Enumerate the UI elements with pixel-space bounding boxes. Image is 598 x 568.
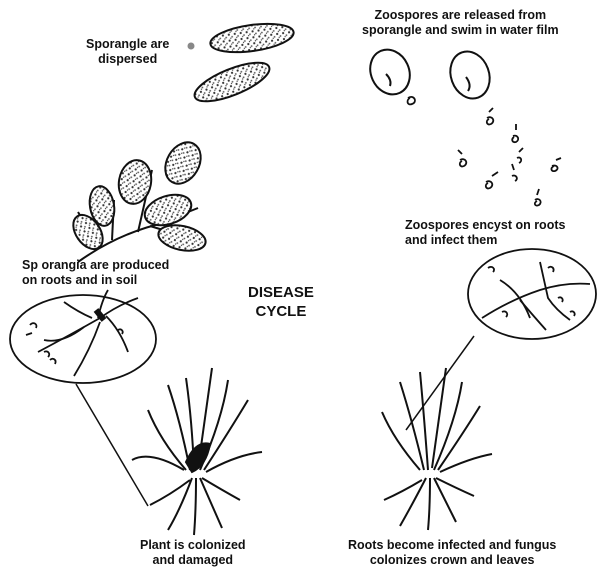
infected-plant bbox=[382, 368, 492, 530]
damaged-plant bbox=[132, 368, 262, 535]
label-zoospores-released: Zoospores are released from sporangle an… bbox=[362, 8, 559, 38]
root-sporangia-magnified bbox=[10, 290, 156, 383]
center-title: DISEASE CYCLE bbox=[248, 283, 314, 321]
pointer-line-left bbox=[76, 384, 148, 506]
infected-leaves bbox=[67, 136, 208, 262]
label-sporangia-dispersed: Sporangle are dispersed bbox=[86, 37, 169, 67]
label-roots-infected: Roots become infected and fungus coloniz… bbox=[348, 538, 556, 568]
root-encyst-magnified bbox=[468, 249, 596, 339]
zoospores bbox=[408, 97, 561, 206]
label-sporangia-produced: Sp orangia are produced on roots and in … bbox=[22, 258, 169, 288]
label-zoospores-encyst: Zoospores encyst on roots and infect the… bbox=[405, 218, 565, 248]
releasing-sporangia bbox=[363, 43, 496, 104]
label-plant-colonized: Plant is colonized and damaged bbox=[140, 538, 246, 568]
dispersed-sporangia bbox=[188, 19, 296, 109]
